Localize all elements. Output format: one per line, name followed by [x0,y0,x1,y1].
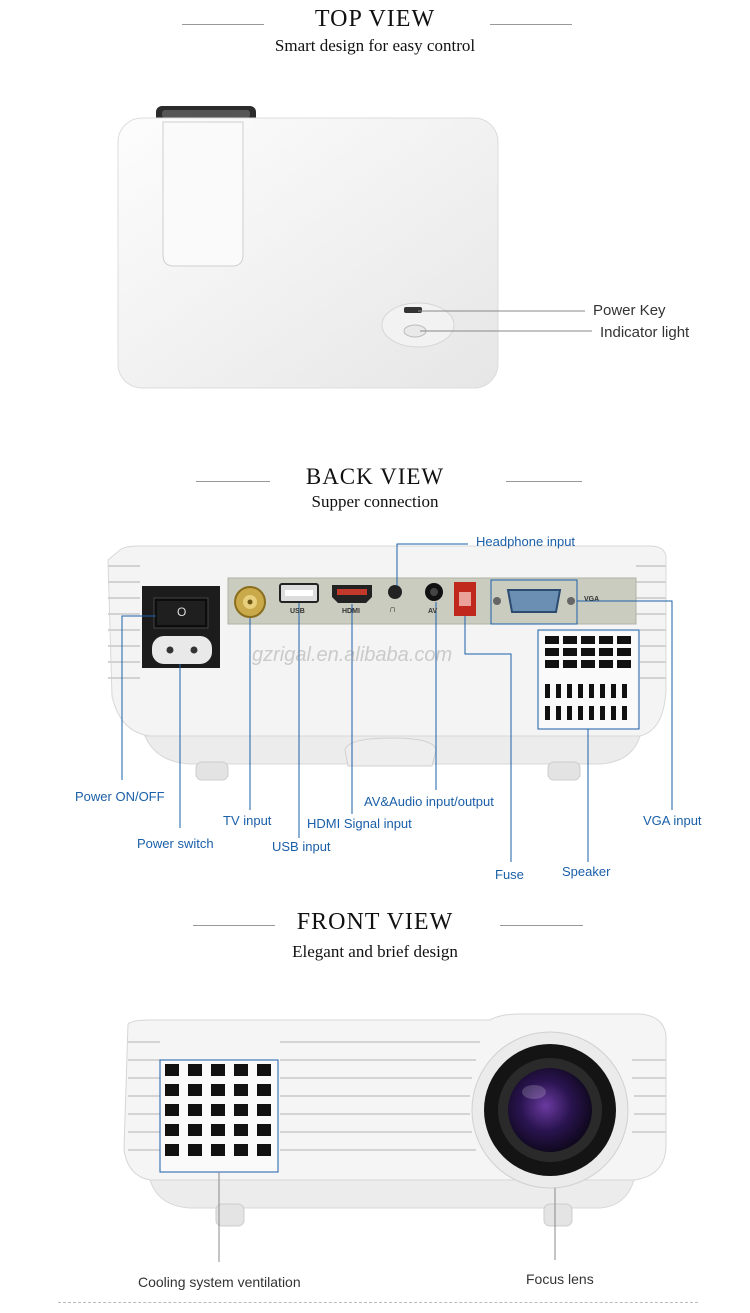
power-onoff-label: Power ON/OFF [75,789,165,804]
tv-input-label: TV input [223,813,272,828]
top-rule-right [490,24,572,25]
bottom-divider [58,1302,698,1303]
top-rule-left [182,24,264,25]
hdmi-mark: HDMI [342,608,360,615]
front-view-subtitle: Elegant and brief design [292,942,458,961]
front-foot-left [215,1203,245,1227]
projector-back-image [107,543,673,862]
top-view-title: TOP VIEW [314,6,436,32]
front-rule-right [500,925,583,926]
fuse-label: Fuse [495,867,524,882]
projector-front-image [123,1013,667,1262]
watermark: gzrigal.en.alibaba.com [252,644,453,666]
av-mark: AV [428,608,438,615]
indicator-light-label: Indicator light [600,324,690,341]
ventilation-grill [159,1059,279,1173]
power-onoff-leader [121,615,156,780]
front-view-title: FRONT VIEW [296,909,454,935]
back-rule-right [506,481,582,482]
fuse-leader [464,616,512,862]
av-audio-label: AV&Audio input/output [364,794,494,809]
headphone-mark: ∩ [389,604,397,615]
front-foot-right [543,1203,573,1227]
usb-mark: USB [290,608,305,615]
power-key-slot [404,307,422,313]
projector-top-image [117,106,592,389]
switch-mark: O [177,605,187,619]
back-speaker-grill [540,632,637,728]
power-inlet [152,636,212,664]
top-lid [162,121,244,267]
vga-mark: VGA [584,596,600,603]
power-key-label: Power Key [593,302,666,319]
cooling-label: Cooling system ventilation [138,1274,301,1290]
power-switch-label: Power switch [137,836,214,851]
back-foot-left [195,761,229,781]
headphone-leader [396,543,468,586]
speaker-label: Speaker [562,864,611,879]
back-rule-left [196,481,270,482]
focus-lens-label: Focus lens [526,1271,594,1287]
vga-leader [577,600,673,810]
usb-input-label: USB input [272,839,331,854]
back-foot-right [547,761,581,781]
front-rule-left [193,925,275,926]
back-view-subtitle: Supper connection [311,492,439,511]
headphone-input-label: Headphone input [476,534,576,549]
hdmi-signal-label: HDMI Signal input [307,816,412,831]
vga-port [506,589,562,613]
top-view-subtitle: Smart design for easy control [274,36,476,55]
headphone-port [388,585,402,599]
back-view-title: BACK VIEW [305,464,445,489]
vga-input-label: VGA input [643,813,702,828]
